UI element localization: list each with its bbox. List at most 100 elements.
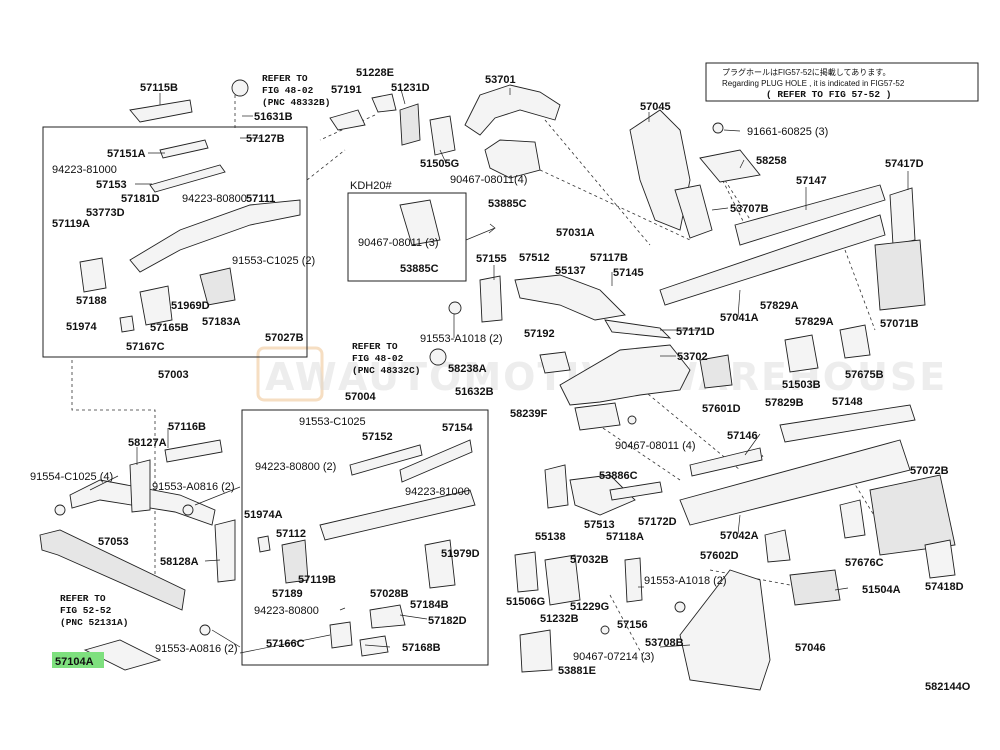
part-label[interactable]: 57675B	[845, 369, 884, 381]
part-label[interactable]: 57031A	[556, 227, 595, 239]
part-label[interactable]: 51228E	[356, 67, 394, 79]
part-label[interactable]: 57155	[476, 253, 507, 265]
part-label[interactable]: 57027B	[265, 332, 304, 344]
part-label[interactable]: 53885C	[400, 263, 439, 275]
part-label[interactable]: 90467-08011(4)	[450, 174, 527, 186]
part-label[interactable]: 53707B	[730, 203, 769, 215]
part-label[interactable]: 57513	[584, 519, 615, 531]
part-label[interactable]: 55138	[535, 531, 566, 543]
part-label[interactable]: 57184B	[410, 599, 449, 611]
part-label[interactable]: 57003	[158, 369, 189, 381]
part-label[interactable]: 53701	[485, 74, 516, 86]
part-label[interactable]: 57046	[795, 642, 826, 654]
part-label[interactable]: 51974	[66, 321, 97, 333]
part-label[interactable]: 57146	[727, 430, 758, 442]
part-label[interactable]: 57602D	[700, 550, 739, 562]
part-label[interactable]: 51506G	[506, 596, 545, 608]
part-label[interactable]: 57072B	[910, 465, 949, 477]
part-label[interactable]: 57156	[617, 619, 648, 631]
part-label[interactable]: 91553-A1018 (2)	[644, 575, 727, 587]
part-label[interactable]: 58258	[756, 155, 787, 167]
part-label-highlighted[interactable]: 57104A	[55, 656, 94, 668]
part-label[interactable]: 57045	[640, 101, 671, 113]
part-label[interactable]: 57053	[98, 536, 129, 548]
part-label[interactable]: 57115B	[140, 82, 178, 94]
part-label[interactable]: 57154	[442, 422, 473, 434]
part-label[interactable]: 57168B	[402, 642, 441, 654]
part-label[interactable]: 57192	[524, 328, 555, 340]
part-label[interactable]: 57151A	[107, 148, 146, 160]
part-label[interactable]: 90467-07214 (3)	[573, 651, 654, 663]
part-label[interactable]: 94223-81000	[52, 164, 117, 176]
part-label[interactable]: 57032B	[570, 554, 609, 566]
part-label[interactable]: 51505G	[420, 158, 459, 170]
part-label[interactable]: 51974A	[244, 509, 283, 521]
part-label[interactable]: 57829B	[765, 397, 804, 409]
part-label[interactable]: 57182D	[428, 615, 467, 627]
part-label[interactable]: 90467-08011 (4)	[615, 440, 696, 452]
part-label[interactable]: 53881E	[558, 665, 596, 677]
part-label[interactable]: 55137	[555, 265, 586, 277]
part-label[interactable]: 94223-80800	[254, 605, 319, 617]
part-label[interactable]: 57153	[96, 179, 127, 191]
part-label[interactable]: 51232B	[540, 613, 579, 625]
part-label[interactable]: 91553-A1018 (2)	[420, 333, 503, 345]
part-label[interactable]: 51632B	[455, 386, 494, 398]
part-label[interactable]: 57417D	[885, 158, 924, 170]
part-label[interactable]: 91553-A0816 (2)	[155, 643, 238, 655]
part-label[interactable]: 57152	[362, 431, 393, 443]
part-label[interactable]: 57181D	[121, 193, 160, 205]
part-label[interactable]: 57171D	[676, 326, 715, 338]
part-label[interactable]: 58128A	[160, 556, 199, 568]
part-label[interactable]: 94223-80800	[182, 193, 247, 205]
part-label[interactable]: 57118A	[606, 531, 644, 543]
part-label[interactable]: 57165B	[150, 322, 189, 334]
part-label[interactable]: 94223-81000	[405, 486, 470, 498]
part-label[interactable]: 57166C	[266, 638, 305, 650]
part-label[interactable]: 51969D	[171, 300, 210, 312]
part-label[interactable]: 57191	[331, 84, 362, 96]
part-label[interactable]: 90467-08011 (3)	[358, 237, 439, 249]
part-label[interactable]: 57512	[519, 252, 550, 264]
part-label[interactable]: 57829A	[795, 316, 834, 328]
part-label[interactable]: 57147	[796, 175, 827, 187]
part-label[interactable]: 58239F	[510, 408, 548, 420]
part-label[interactable]: 94223-80800 (2)	[255, 461, 336, 473]
part-label[interactable]: 51504A	[862, 584, 901, 596]
part-label[interactable]: 53773D	[86, 207, 125, 219]
part-label[interactable]: 57145	[613, 267, 644, 279]
part-label[interactable]: 57028B	[370, 588, 409, 600]
part-label[interactable]: 57148	[832, 396, 863, 408]
part-label[interactable]: 57127B	[246, 133, 285, 145]
part-label[interactable]: 57119B	[298, 574, 336, 586]
part-label[interactable]: 57117B	[590, 252, 628, 264]
part-label[interactable]: 57829A	[760, 300, 799, 312]
part-label[interactable]: 57071B	[880, 318, 919, 330]
part-label[interactable]: 51231D	[391, 82, 430, 94]
part-label[interactable]: 57112	[276, 528, 306, 540]
part-label[interactable]: 91553-A0816 (2)	[152, 481, 235, 493]
part-label[interactable]: 53886C	[599, 470, 638, 482]
part-label[interactable]: 57119A	[52, 218, 90, 230]
part-label[interactable]: 91553-C1025	[299, 416, 366, 428]
part-label[interactable]: 53708B	[645, 637, 684, 649]
part-label[interactable]: 57601D	[702, 403, 741, 415]
part-label[interactable]: 91553-C1025 (2)	[232, 255, 315, 267]
part-label[interactable]: 58127A	[128, 437, 167, 449]
part-label[interactable]: 53702	[677, 351, 708, 363]
part-label[interactable]: 53885C	[488, 198, 527, 210]
part-label[interactable]: 51229G	[570, 601, 609, 613]
part-label[interactable]: 57111	[246, 193, 275, 205]
part-label[interactable]: 51979D	[441, 548, 480, 560]
part-label[interactable]: 57188	[76, 295, 107, 307]
part-label[interactable]: 57418D	[925, 581, 964, 593]
part-label[interactable]: 57189	[272, 588, 303, 600]
part-label[interactable]: 57116B	[168, 421, 206, 433]
part-label[interactable]: 91554-C1025 (4)	[30, 471, 113, 483]
part-label[interactable]: 51503B	[782, 379, 821, 391]
part-label[interactable]: 57676C	[845, 557, 884, 569]
part-label[interactable]: 58238A	[448, 363, 487, 375]
part-label[interactable]: 57172D	[638, 516, 677, 528]
part-label[interactable]: 51631B	[254, 111, 293, 123]
part-label[interactable]: 57004	[345, 391, 376, 403]
